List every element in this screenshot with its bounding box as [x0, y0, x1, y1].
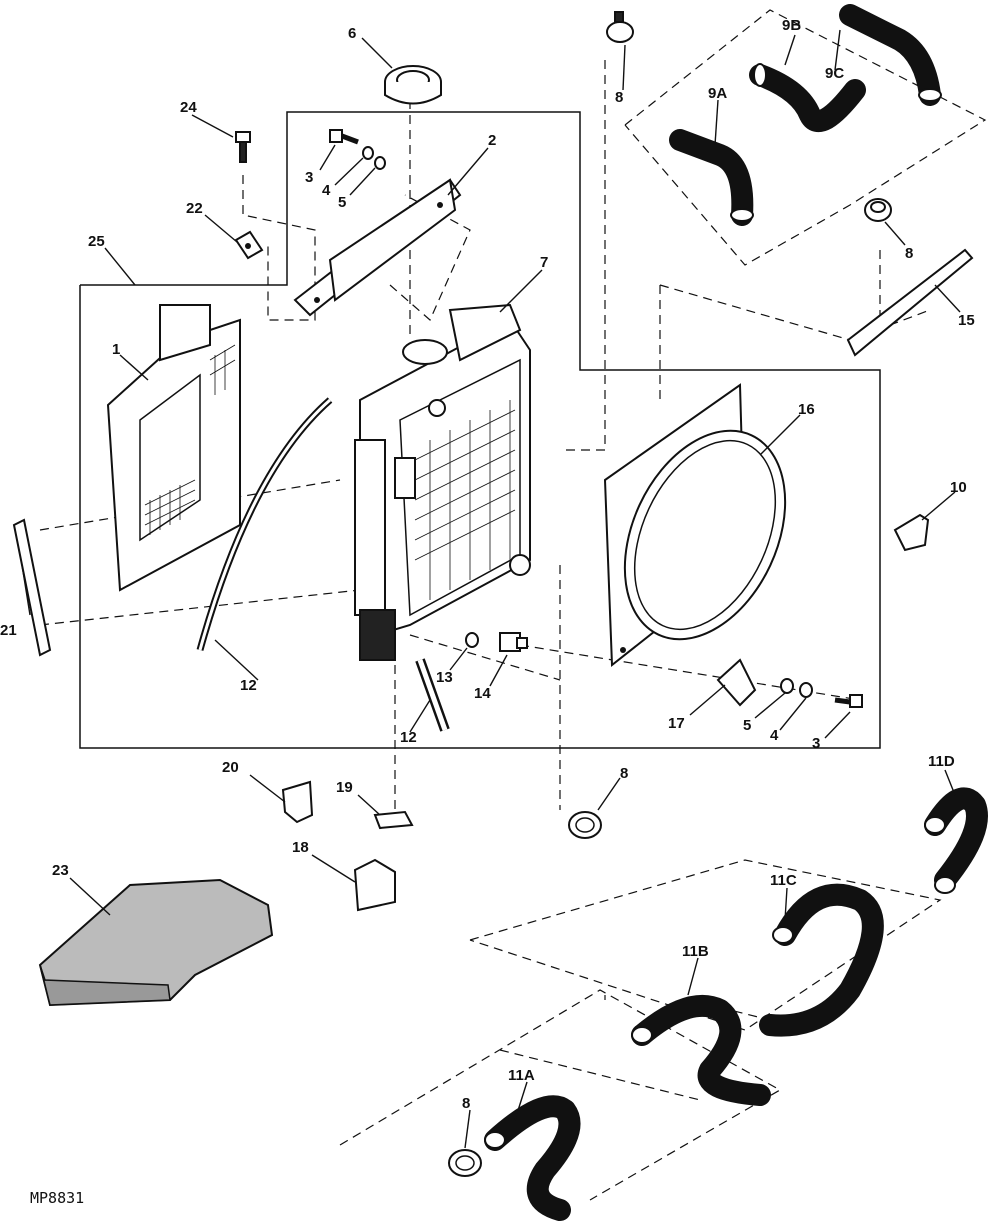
radiator-cap-part — [384, 65, 442, 105]
callout-1: 1 — [112, 341, 120, 358]
hose-9b-part — [839, 4, 942, 106]
fan-shroud-part — [603, 383, 787, 668]
bolt-washer-set-lower — [780, 678, 863, 708]
callout-17: 17 — [668, 715, 685, 732]
callout-9c: 9C — [825, 65, 844, 82]
callout-11b: 11B — [682, 943, 709, 960]
callout-14: 14 — [474, 685, 491, 702]
figure-reference: MP8831 — [30, 1189, 84, 1207]
callout-18: 18 — [292, 839, 309, 856]
foam-pad-part — [38, 878, 274, 1007]
wedge-part — [281, 780, 314, 824]
callout-10: 10 — [950, 479, 967, 496]
callout-8-middle: 8 — [620, 765, 628, 782]
mounting-bracket-part — [353, 858, 396, 912]
callout-6: 6 — [348, 25, 356, 42]
radiator-part — [354, 303, 531, 661]
hose-clamp-top — [606, 11, 634, 43]
clip-nut-part — [234, 230, 264, 260]
gasket-part — [465, 632, 479, 648]
callout-21: 21 — [0, 622, 17, 639]
foam-strip-part — [846, 248, 974, 357]
small-bracket-part — [893, 513, 930, 552]
callout-3-upper: 3 — [305, 169, 313, 186]
hose-9a-part — [669, 129, 754, 226]
callout-24: 24 — [180, 99, 197, 116]
hose-11b-part — [631, 994, 771, 1106]
callout-4-lower: 4 — [770, 727, 779, 744]
hose-9c-part — [749, 63, 866, 133]
callout-8-top: 8 — [615, 89, 623, 106]
callout-11c: 11C — [770, 872, 797, 889]
callout-7: 7 — [540, 254, 548, 271]
callout-labels: 6 2 3 4 5 24 22 25 1 7 8 9B 9C 9A 8 15 1… — [0, 17, 975, 1112]
callout-4-upper: 4 — [322, 182, 331, 199]
callout-5-lower: 5 — [743, 717, 751, 734]
bolt-part — [235, 131, 251, 163]
callout-12-left: 12 — [240, 677, 257, 694]
hose-11d-part — [924, 787, 988, 894]
radiator-screen-part — [106, 304, 241, 592]
callout-20: 20 — [222, 759, 239, 776]
bracket-part — [293, 178, 462, 317]
hose-clamp-bottom — [448, 1149, 482, 1177]
hose-clamp-right — [864, 198, 892, 222]
callout-16: 16 — [798, 401, 815, 418]
callout-13: 13 — [436, 669, 453, 686]
callout-23: 23 — [52, 862, 69, 879]
callout-5-upper: 5 — [338, 194, 346, 211]
hose-clamp-middle — [568, 811, 602, 839]
hose-11c-part — [759, 883, 884, 1037]
shroud-clamp-part — [716, 658, 757, 707]
callout-8-right: 8 — [905, 245, 913, 262]
callout-9b: 9B — [782, 17, 801, 34]
clip-part — [373, 810, 414, 830]
callout-12-bottom: 12 — [400, 729, 417, 746]
bolt-washer-set-upper — [329, 129, 386, 170]
callout-3-lower: 3 — [812, 735, 820, 752]
callout-19: 19 — [336, 779, 353, 796]
callout-2: 2 — [488, 132, 496, 149]
callout-25: 25 — [88, 233, 105, 250]
callout-9a: 9A — [708, 85, 727, 102]
drain-valve-part — [499, 632, 528, 652]
callout-11d: 11D — [928, 753, 955, 770]
callout-15: 15 — [958, 312, 975, 329]
callout-22: 22 — [186, 200, 203, 217]
leader-lines — [21, 29, 961, 1149]
seal-strip-part — [12, 518, 52, 657]
outline-box-main — [79, 111, 881, 749]
hose-11a-part — [484, 1095, 581, 1221]
assembly-dashed-lines — [39, 9, 987, 1201]
callout-11a: 11A — [508, 1067, 535, 1084]
callout-8-bottom: 8 — [462, 1095, 470, 1112]
